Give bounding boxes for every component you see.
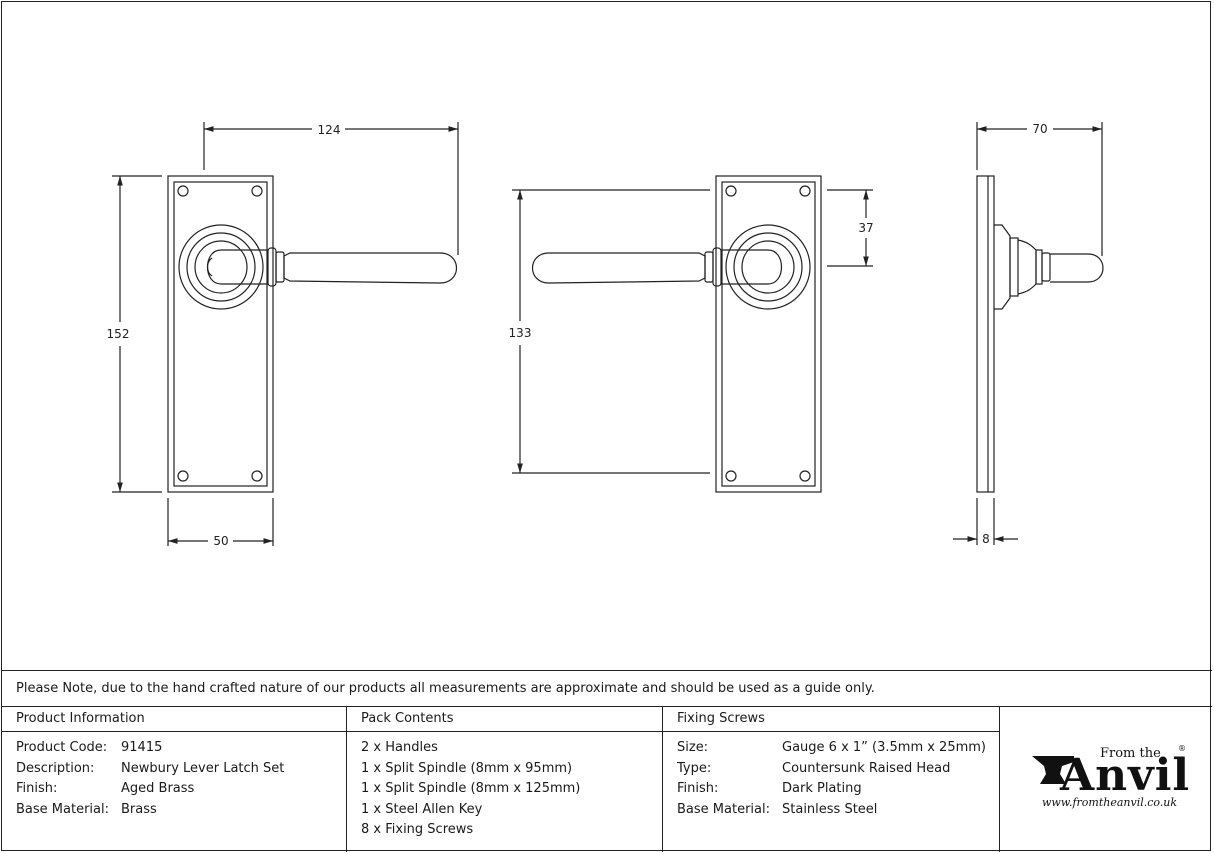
description-value: Newbury Lever Latch Set (121, 760, 285, 776)
screw-type-value: Countersunk Raised Head (782, 760, 951, 776)
screw-material-label: Base Material: (677, 801, 770, 817)
dim-50-lines (167, 498, 274, 546)
dim-label-70: 70 (1032, 122, 1047, 136)
logo-from-the: From the (1100, 746, 1161, 761)
divider-col3 (999, 706, 1000, 852)
divider-headings (1, 731, 999, 732)
side-view (976, 175, 1104, 493)
divider-note (1, 706, 1212, 707)
finish-row: Finish: Aged Brass (16, 779, 284, 800)
disclaimer-note: Please Note, due to the hand crafted nat… (16, 681, 875, 696)
front-view-left (167, 175, 457, 493)
list-item: 1 x Split Spindle (8mm x 95mm) (361, 760, 573, 776)
front-view-mirrored (532, 175, 822, 493)
dim-133-lines (512, 189, 710, 474)
finish-value: Aged Brass (121, 781, 195, 796)
dim-label-133: 133 (509, 326, 532, 340)
list-item: 8 x Fixing Screws (361, 822, 474, 837)
list-item: 2 x Handles (361, 740, 438, 755)
product-code-row: Product Code: 91415 (16, 738, 284, 759)
dim-70-lines (976, 122, 1103, 256)
anvil-logo: From the ® Anvil www.fromtheanvil.co.uk (1030, 744, 1190, 816)
dim-152-lines (112, 175, 162, 493)
base-material-value: Brass (121, 801, 157, 817)
divider-top (1, 670, 1212, 671)
screw-size-label: Size: (677, 740, 709, 755)
list-item: 1 x Steel Allen Key (361, 801, 483, 817)
product-info-heading: Product Information (16, 711, 145, 726)
screw-finish-value: Dark Plating (782, 781, 862, 796)
dim-label-37: 37 (858, 221, 873, 235)
dim-124-lines (203, 122, 459, 255)
dim-37-lines (827, 189, 873, 267)
fixing-screws-rows: Size: Gauge 6 x 1” (3.5mm x 25mm) Type: Co… (677, 738, 986, 820)
logo-url: www.fromtheanvil.co.uk (1042, 796, 1178, 809)
pack-contents-heading: Pack Contents (361, 711, 454, 726)
description-row: Description: Newbury Lever Latch Set (16, 759, 284, 780)
product-code-value: 91415 (121, 740, 163, 755)
description-label: Description: (16, 760, 95, 776)
base-material-label: Base Material: (16, 801, 109, 817)
divider-col1 (346, 706, 347, 852)
technical-drawing: 124 152 50 133 37 70 8 (107, 122, 1104, 548)
dim-label-152: 152 (107, 327, 130, 341)
logo-brand: Anvil (1060, 750, 1191, 801)
base-material-row: Base Material: Brass (16, 800, 284, 821)
dim-label-124: 124 (318, 123, 341, 137)
screw-size-row: Size: Gauge 6 x 1” (3.5mm x 25mm) (677, 738, 986, 759)
divider-col2 (662, 706, 663, 852)
product-info-rows: Product Code: 91415 Description: Newbury L… (16, 738, 284, 820)
product-code-label: Product Code: (16, 740, 108, 755)
pack-contents-list: 2 x Handles 1 x Split Spindle (8mm x 95m… (361, 738, 580, 841)
dim-label-50: 50 (213, 534, 228, 548)
screw-material-row: Base Material: Stainless Steel (677, 800, 986, 821)
screw-material-value: Stainless Steel (782, 801, 878, 817)
anvil-icon (1032, 756, 1074, 784)
list-item: 1 x Split Spindle (8mm x 125mm) (361, 781, 581, 796)
logo-registered: ® (1178, 744, 1186, 753)
dim-8-lines (953, 498, 1018, 545)
screw-type-row: Type: Countersunk Raised Head (677, 759, 986, 780)
screw-type-label: Type: (677, 760, 712, 776)
screw-finish-label: Finish: (677, 781, 719, 796)
dim-label-8: 8 (982, 532, 990, 546)
screw-size-value: Gauge 6 x 1” (3.5mm x 25mm) (782, 740, 987, 755)
screw-finish-row: Finish: Dark Plating (677, 779, 986, 800)
fixing-screws-heading: Fixing Screws (677, 711, 765, 726)
finish-label: Finish: (16, 781, 58, 796)
